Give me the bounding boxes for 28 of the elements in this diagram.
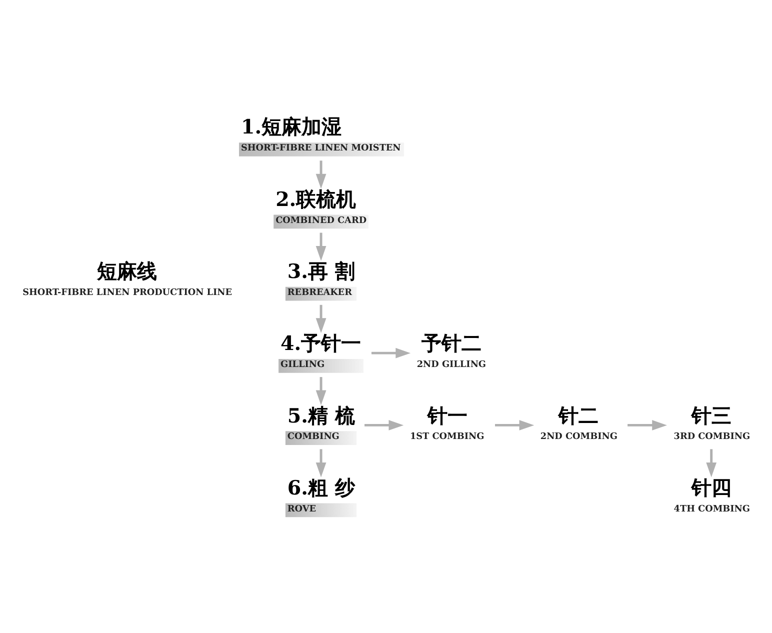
node-text: 针二 2ND COMBING	[540, 402, 618, 442]
node-label: 4.予针一	[280, 330, 362, 355]
node-box: GILLING	[278, 358, 364, 372]
node-label: 2.联梳机	[276, 186, 356, 210]
node-label: 5.精 梳	[287, 402, 355, 427]
node-text: 予针二 2ND GILLING	[416, 330, 486, 370]
arrow	[316, 448, 326, 477]
node-box: REBREAKER	[285, 286, 357, 300]
node-box: COMBING	[285, 430, 357, 444]
arrow	[316, 304, 326, 333]
arrow	[316, 232, 326, 260]
arrow	[628, 420, 667, 430]
node-box: ROVE	[285, 502, 357, 517]
node-text: 针四 4TH COMBING	[674, 474, 750, 514]
arrow	[364, 420, 404, 430]
arrow	[316, 160, 326, 188]
node-label: 3.再 割	[287, 258, 355, 282]
arrow	[706, 448, 717, 477]
node-text: 针三 3RD COMBING	[674, 402, 750, 442]
node-box: COMBINED CARD	[274, 214, 368, 228]
arrow	[316, 376, 326, 405]
node-box: SHORT-FIBRE LINEN MOISTEN	[239, 142, 404, 156]
node-text: 针一 1ST COMBING	[410, 402, 484, 442]
node-label: 1.短麻加湿	[240, 114, 342, 138]
arrow	[371, 347, 411, 358]
arrow	[495, 420, 534, 430]
node-label: 6.粗 纱	[287, 474, 355, 499]
node-text: 短麻线 SHORT-FIBRE LINEN PRODUCTION LINE	[22, 258, 232, 298]
